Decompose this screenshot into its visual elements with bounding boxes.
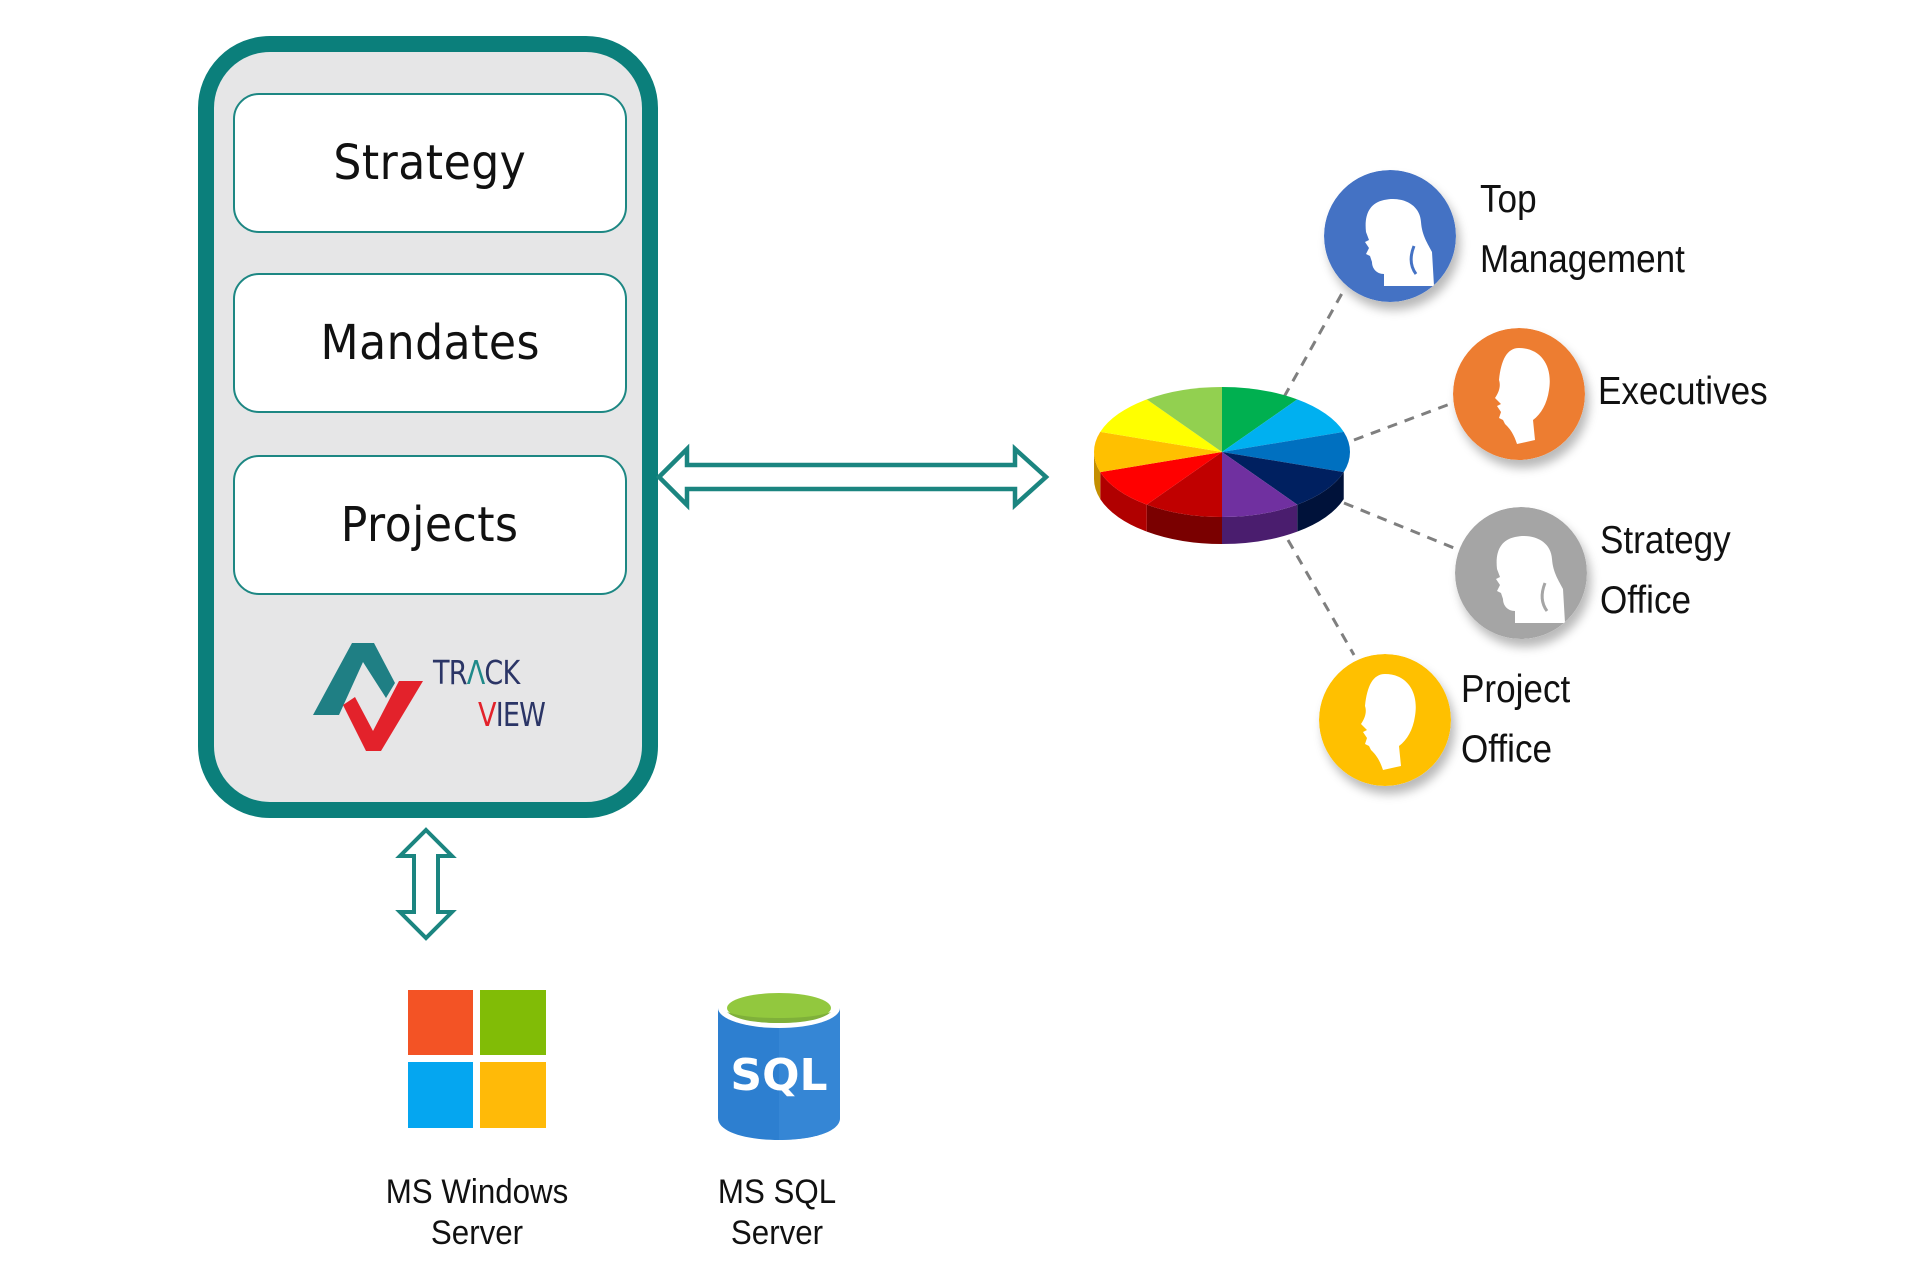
sql-icon-text: SQL: [730, 1050, 827, 1101]
pie-side-3: [1297, 472, 1344, 532]
logo-text-track: TRΛCK: [433, 653, 520, 692]
person-head-icon: [1453, 328, 1585, 460]
bidirectional-arrow-horizontal: [655, 443, 1050, 511]
pie-side-4: [1222, 504, 1298, 544]
pie-side-7: [1094, 452, 1101, 500]
connector-project-office: [1286, 539, 1356, 656]
pie-slice-6: [1100, 452, 1222, 505]
pie-slice-1: [1222, 399, 1344, 452]
pie-slice-5: [1146, 452, 1222, 517]
pie-slice-4: [1222, 452, 1298, 517]
bidirectional-arrow-vertical: [395, 827, 457, 941]
pie-slice-7: [1094, 431, 1222, 473]
pie-slice-2: [1222, 431, 1350, 473]
executives-label: Executives: [1598, 370, 1768, 413]
person-head-icon: [1319, 654, 1451, 786]
pie-slice-0: [1222, 387, 1298, 452]
module-mandates-label: Mandates: [320, 315, 540, 371]
trackview-logo-mark-icon: [313, 643, 423, 751]
pie-slice-8: [1100, 399, 1222, 452]
pie-side-6: [1100, 472, 1147, 532]
module-mandates[interactable]: Mandates: [233, 273, 627, 413]
connector-strategy-office: [1343, 501, 1455, 550]
module-strategy-label: Strategy: [333, 135, 527, 191]
module-strategy[interactable]: Strategy: [233, 93, 627, 233]
sql-database-icon: SQL: [718, 988, 840, 1140]
person-head-icon: [1324, 170, 1456, 302]
project-office-avatar: [1319, 654, 1451, 786]
person-head-icon: [1455, 507, 1587, 639]
windows-logo-icon: [408, 990, 546, 1128]
pie-slice-9: [1146, 387, 1222, 452]
pie-slice-3: [1222, 452, 1344, 505]
pie-side-5: [1146, 504, 1222, 544]
pie-chart-3d-icon: [1094, 387, 1350, 544]
top-management-avatar: [1324, 170, 1456, 302]
connector-executives: [1353, 402, 1451, 442]
module-projects-label: Projects: [341, 497, 519, 553]
strategy-office-avatar: [1455, 507, 1587, 639]
executives-avatar: [1453, 328, 1585, 460]
module-projects[interactable]: Projects: [233, 455, 627, 595]
logo-text-view: VIEW: [478, 695, 546, 734]
connector-top-management: [1282, 287, 1347, 398]
